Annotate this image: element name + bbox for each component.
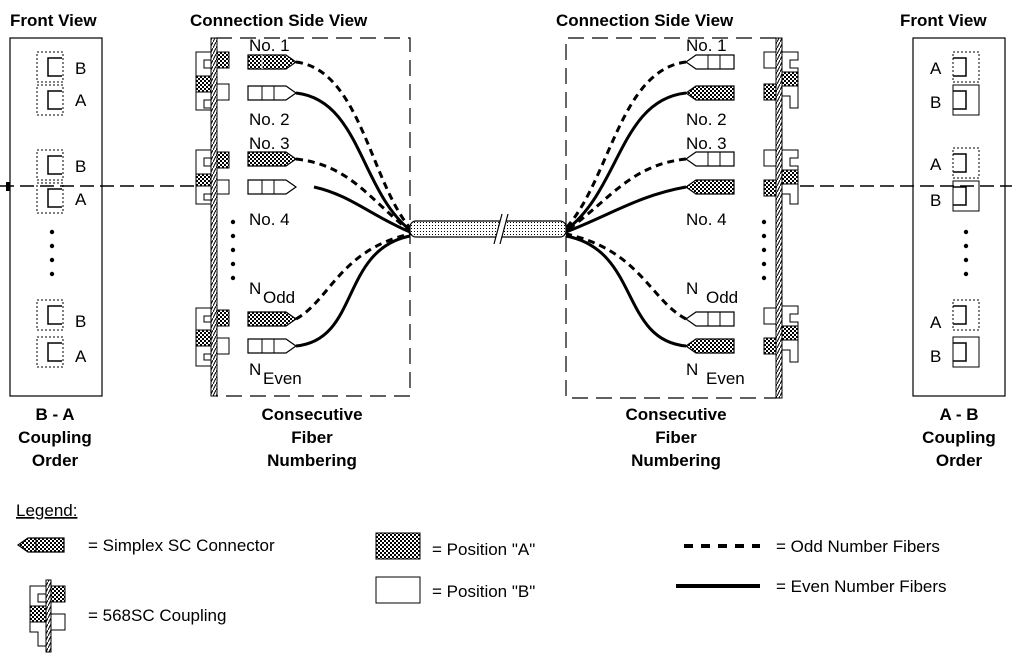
right-side-wall bbox=[775, 37, 783, 399]
left-label-odd: Odd bbox=[263, 288, 295, 307]
left-connector-1 bbox=[247, 54, 298, 70]
left-connector-4 bbox=[247, 179, 298, 195]
right-front-title: Front View bbox=[900, 11, 987, 30]
left-side-caption-line-1: Consecutive bbox=[261, 405, 362, 424]
left-front-port-pair-2: B A bbox=[36, 149, 87, 214]
right-coupling-1 bbox=[763, 51, 799, 109]
right-front-port-pair-1: A B bbox=[930, 51, 980, 116]
legend-connector-swatch bbox=[16, 537, 65, 553]
right-label-odd: Odd bbox=[706, 288, 738, 307]
left-side-enclosure bbox=[216, 37, 411, 397]
right-front-caption-line-3: Order bbox=[936, 451, 983, 470]
legend-position-b-swatch bbox=[375, 576, 421, 604]
right-coupling-2 bbox=[763, 149, 799, 205]
left-connection-side-view: Connection Side View bbox=[190, 11, 411, 470]
left-coupling-1 bbox=[195, 51, 230, 111]
right-coupling-3 bbox=[763, 305, 799, 363]
legend-coupling-label: = 568SC Coupling bbox=[88, 606, 226, 625]
left-label-no4: No. 4 bbox=[249, 210, 290, 229]
right-front-port-label-bottom-3: B bbox=[930, 347, 941, 366]
left-front-caption-line-1: B - A bbox=[35, 405, 74, 424]
right-front-ellipsis-dots bbox=[963, 229, 969, 277]
trunk-cable bbox=[409, 213, 567, 245]
right-front-port-label-bottom: B bbox=[930, 93, 941, 112]
right-connector-n-even bbox=[684, 338, 735, 354]
right-side-caption-line-2: Fiber bbox=[655, 428, 697, 447]
right-front-port-label-bottom-2: B bbox=[930, 191, 941, 210]
left-connector-3 bbox=[247, 151, 298, 167]
legend-coupling-swatch bbox=[29, 579, 66, 653]
left-front-port-pair-3: B A bbox=[36, 299, 87, 368]
right-front-port-label-top: A bbox=[930, 59, 942, 78]
right-side-ellipsis-dots bbox=[761, 219, 767, 281]
legend-title: Legend: bbox=[16, 501, 77, 520]
right-side-caption-line-3: Numbering bbox=[631, 451, 721, 470]
right-side-caption-line-1: Consecutive bbox=[625, 405, 726, 424]
right-connector-2 bbox=[684, 85, 735, 101]
left-connector-2 bbox=[247, 85, 298, 101]
legend-position-a-swatch bbox=[375, 532, 421, 560]
left-fibers bbox=[295, 60, 412, 348]
right-connector-4 bbox=[684, 179, 735, 195]
left-label-n-odd-letter: N bbox=[249, 279, 261, 298]
left-front-port-label-bottom: A bbox=[75, 91, 87, 110]
left-side-ellipsis-dots bbox=[230, 219, 236, 281]
right-label-even: Even bbox=[706, 369, 745, 388]
right-front-view: Front View A B A B bbox=[900, 11, 1006, 470]
left-front-port-label-bottom-3: A bbox=[75, 347, 87, 366]
section-break-lines bbox=[0, 182, 1012, 191]
right-label-n-odd-letter: N bbox=[686, 279, 698, 298]
left-front-port-label-top: B bbox=[75, 59, 86, 78]
right-front-port-label-top-3: A bbox=[930, 313, 942, 332]
left-front-view: Front View B A B A bbox=[9, 11, 103, 470]
right-connection-side-view: Connection Side View bbox=[556, 11, 799, 470]
legend-odd-fibers-label: = Odd Number Fibers bbox=[776, 537, 940, 556]
left-label-n-even-letter: N bbox=[249, 360, 261, 379]
left-coupling-3 bbox=[195, 307, 230, 367]
right-connector-n-odd bbox=[684, 311, 735, 327]
left-front-caption-line-3: Order bbox=[32, 451, 79, 470]
left-connector-n-odd bbox=[247, 311, 298, 327]
right-front-caption-line-2: Coupling bbox=[922, 428, 996, 447]
right-side-title: Connection Side View bbox=[556, 11, 734, 30]
right-label-n-even-letter: N bbox=[686, 360, 698, 379]
right-front-port-pair-3: A B bbox=[930, 299, 980, 368]
legend-connector-label: = Simplex SC Connector bbox=[88, 536, 275, 555]
right-side-enclosure bbox=[565, 37, 776, 399]
right-label-no2: No. 2 bbox=[686, 110, 727, 129]
left-front-ellipsis-dots bbox=[49, 229, 55, 277]
left-front-port-label-top-3: B bbox=[75, 312, 86, 331]
left-label-no2: No. 2 bbox=[249, 110, 290, 129]
left-front-port-pair-1: B A bbox=[36, 51, 87, 116]
left-label-even: Even bbox=[263, 369, 302, 388]
left-front-caption-line-2: Coupling bbox=[18, 428, 92, 447]
legend-even-fibers-label: = Even Number Fibers bbox=[776, 577, 947, 596]
right-connector-3 bbox=[684, 151, 735, 167]
right-label-no1: No. 1 bbox=[686, 36, 727, 55]
left-front-port-label-bottom-2: A bbox=[75, 190, 87, 209]
legend: Legend: = Simplex SC Connector = 568SC C… bbox=[16, 501, 947, 653]
right-label-no3: No. 3 bbox=[686, 134, 727, 153]
legend-position-b-label: = Position "B" bbox=[432, 582, 535, 601]
legend-position-a-label: = Position "A" bbox=[432, 540, 535, 559]
left-side-wall bbox=[210, 37, 218, 397]
left-front-port-label-top-2: B bbox=[75, 157, 86, 176]
left-front-title: Front View bbox=[10, 11, 97, 30]
left-side-title: Connection Side View bbox=[190, 11, 368, 30]
right-connector-1 bbox=[684, 54, 735, 70]
right-label-no4: No. 4 bbox=[686, 210, 727, 229]
right-front-port-label-top-2: A bbox=[930, 155, 942, 174]
left-label-no3: No. 3 bbox=[249, 134, 290, 153]
right-front-caption-line-1: A - B bbox=[939, 405, 978, 424]
left-connector-n-even bbox=[247, 338, 298, 354]
left-label-no1: No. 1 bbox=[249, 36, 290, 55]
right-fibers bbox=[564, 60, 687, 348]
left-side-caption-line-2: Fiber bbox=[291, 428, 333, 447]
left-coupling-2 bbox=[195, 149, 230, 205]
left-side-caption-line-3: Numbering bbox=[267, 451, 357, 470]
